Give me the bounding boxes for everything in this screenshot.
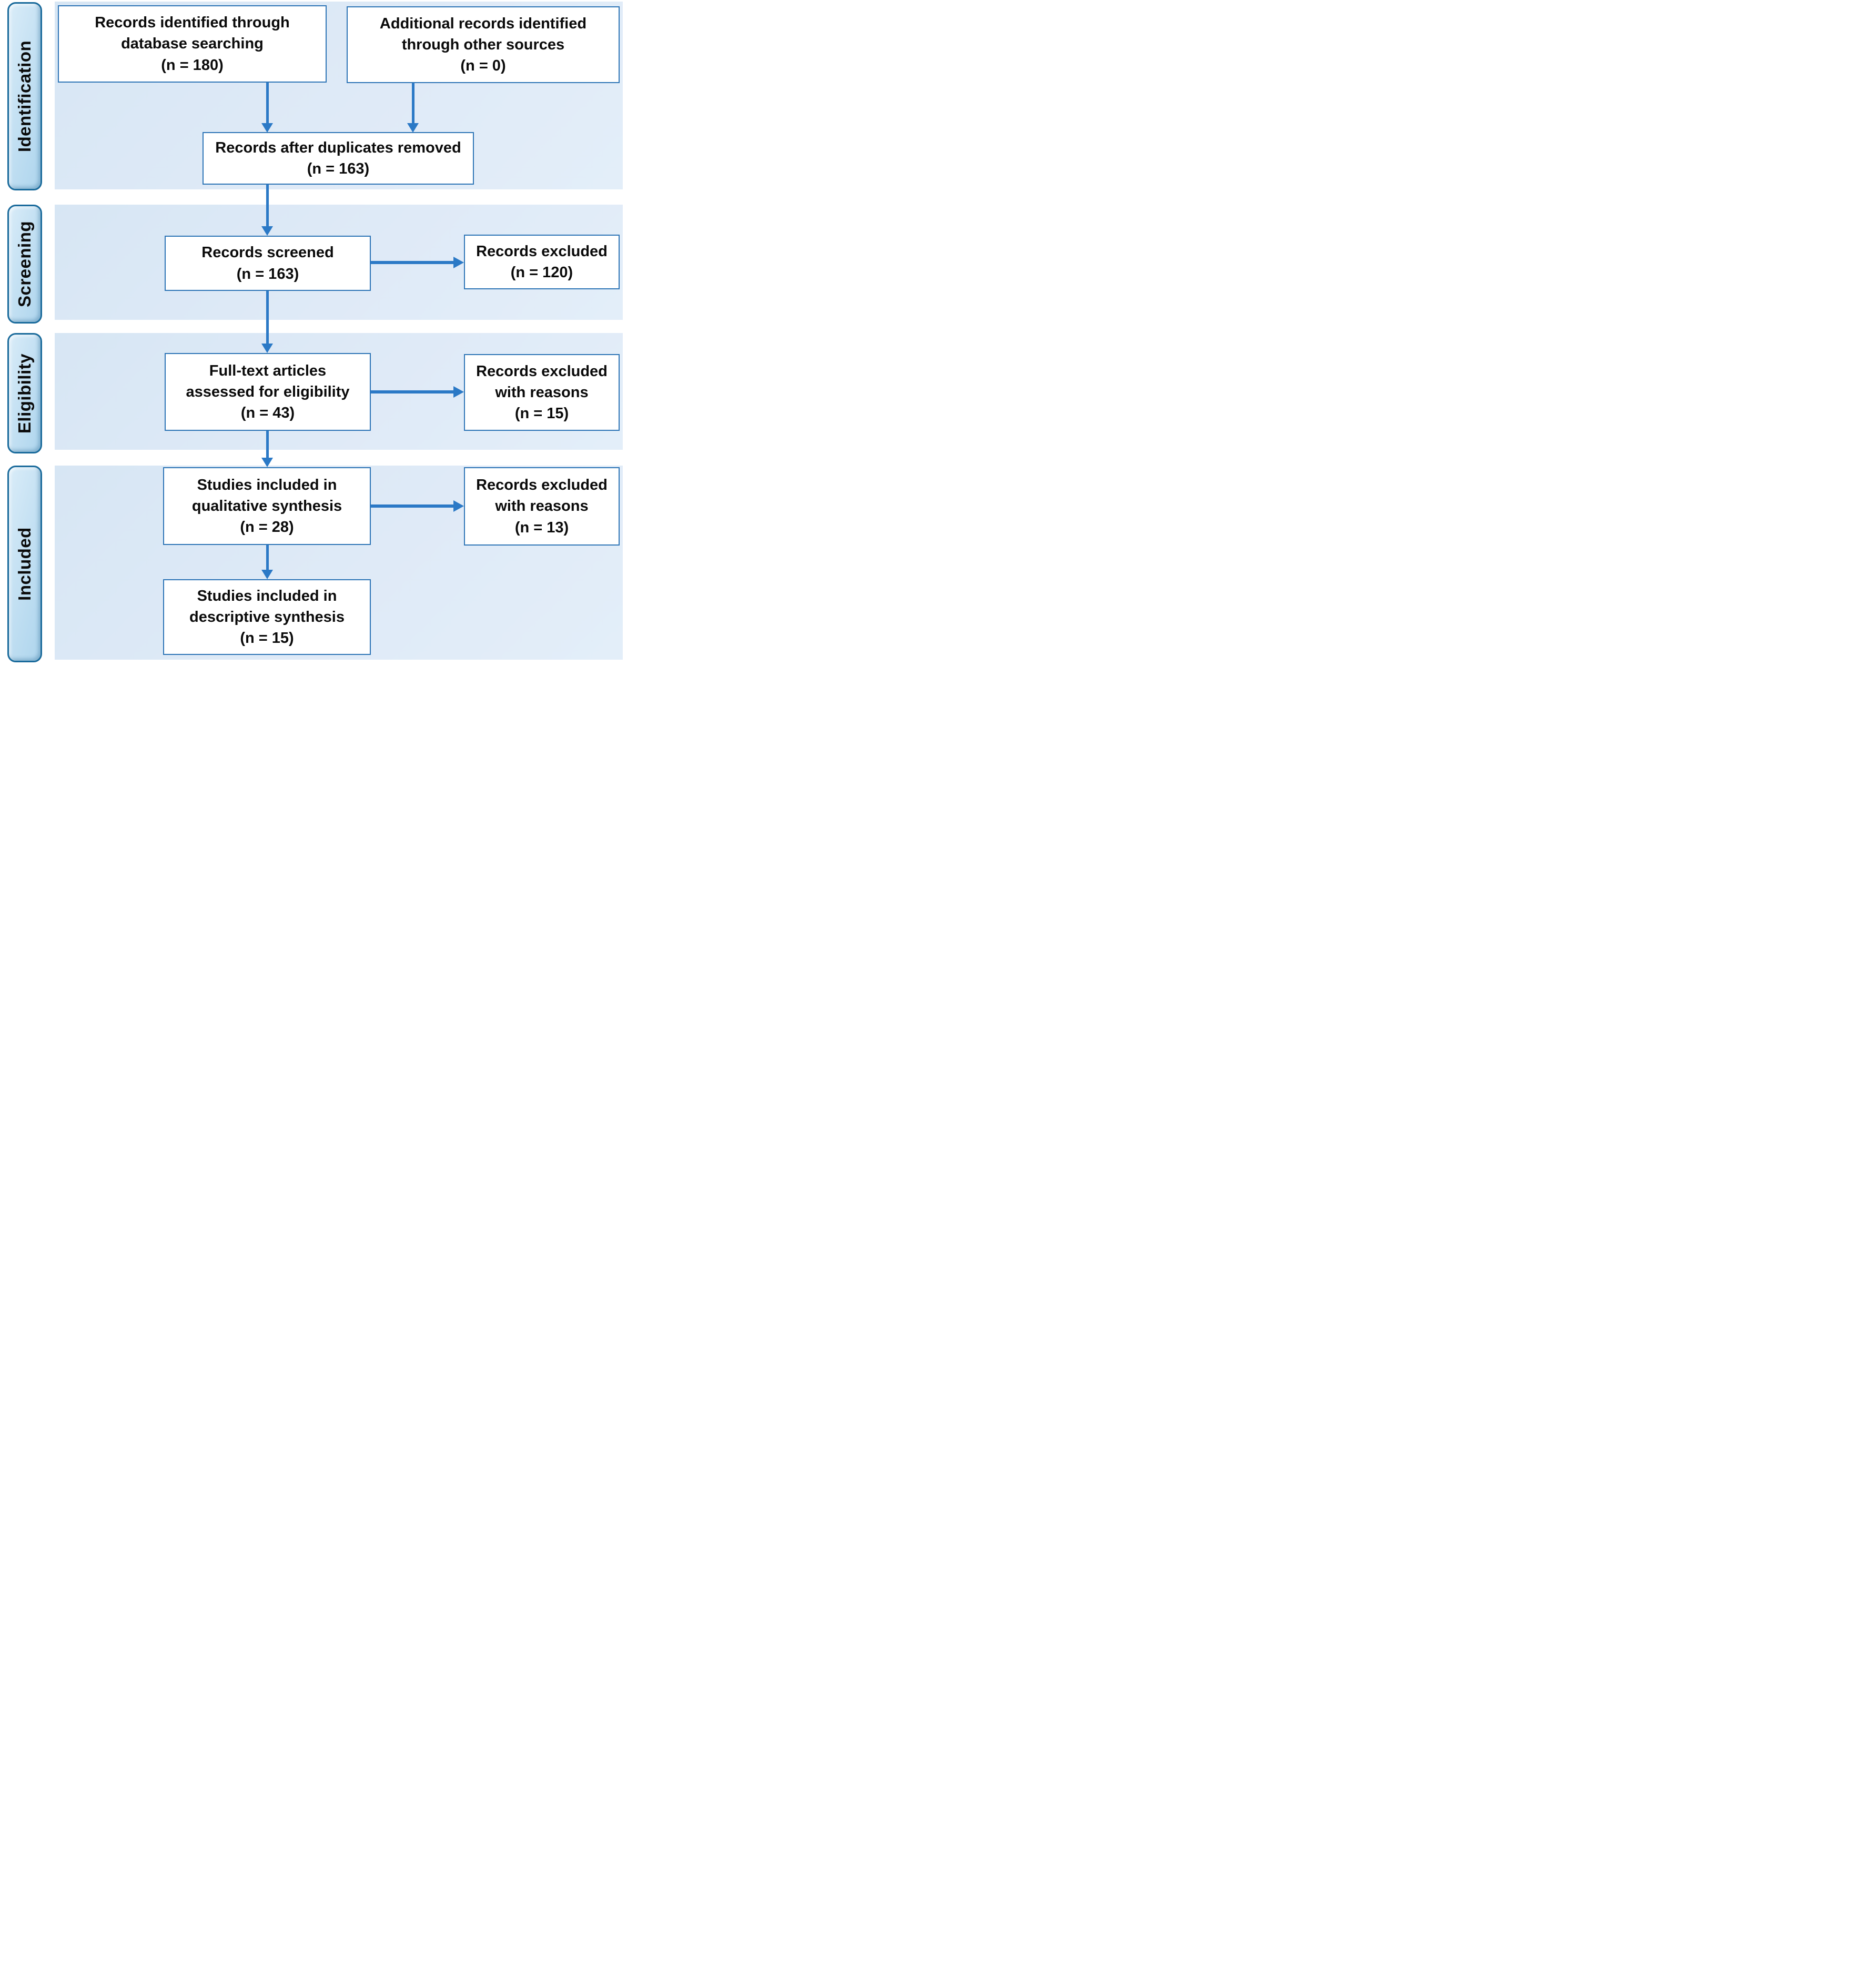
arrow-screened-to-excluded-line xyxy=(370,261,456,264)
box-excluded-with-reasons-15: Records excluded with reasons (n = 15) xyxy=(464,354,620,431)
arrow-qualitative-to-descriptive-head-icon xyxy=(261,570,273,579)
box-records-identified: Records identified through database sear… xyxy=(58,5,327,83)
box-additional-records: Additional records identified through ot… xyxy=(347,6,620,83)
phase-label-identification-text: Identification xyxy=(15,40,34,153)
arrow-qualitative-to-descriptive-line xyxy=(266,545,269,571)
box-after-duplicates-text: Records after duplicates removed (n = 16… xyxy=(215,139,461,177)
arrow-duplicates-to-screened-head-icon xyxy=(261,226,273,236)
phase-label-screening: Screening xyxy=(7,205,42,324)
phase-label-eligibility-text: Eligibility xyxy=(15,353,34,433)
prisma-flow-diagram: Identification Screening Eligibility Inc… xyxy=(0,0,624,664)
box-records-identified-text: Records identified through database sear… xyxy=(95,14,290,74)
box-qualitative-synthesis-text: Studies included in qualitative synthesi… xyxy=(191,476,342,536)
box-fulltext-assessed-text: Full-text articles assessed for eligibil… xyxy=(186,362,350,421)
box-after-duplicates: Records after duplicates removed (n = 16… xyxy=(203,132,474,185)
arrow-fulltext-to-qualitative-line xyxy=(266,431,269,459)
phase-label-eligibility: Eligibility xyxy=(7,333,42,453)
arrow-screened-to-fulltext-line xyxy=(266,291,269,345)
arrow-qualitative-to-excluded-reasons-head-icon xyxy=(453,500,464,512)
box-excluded-with-reasons-13-text: Records excluded with reasons (n = 13) xyxy=(476,477,608,536)
box-fulltext-assessed: Full-text articles assessed for eligibil… xyxy=(165,353,371,431)
box-records-screened: Records screened (n = 163) xyxy=(165,236,371,291)
box-descriptive-synthesis: Studies included in descriptive synthesi… xyxy=(163,579,371,655)
arrow-screened-to-fulltext-head-icon xyxy=(261,344,273,353)
arrow-fulltext-to-qualitative-head-icon xyxy=(261,458,273,467)
arrow-fulltext-to-excluded-reasons-line xyxy=(370,390,456,393)
phase-label-included: Included xyxy=(7,466,42,662)
box-descriptive-synthesis-text: Studies included in descriptive synthesi… xyxy=(189,587,345,647)
phase-label-included-text: Included xyxy=(15,527,34,601)
box-records-excluded: Records excluded (n = 120) xyxy=(464,235,620,289)
box-additional-records-text: Additional records identified through ot… xyxy=(379,15,587,74)
box-records-excluded-text: Records excluded (n = 120) xyxy=(476,243,608,281)
arrow-fulltext-to-excluded-reasons-head-icon xyxy=(453,386,464,398)
arrow-identified-to-duplicates-line xyxy=(266,83,269,125)
box-records-screened-text: Records screened (n = 163) xyxy=(201,244,334,282)
box-excluded-with-reasons-13: Records excluded with reasons (n = 13) xyxy=(464,467,620,546)
box-qualitative-synthesis: Studies included in qualitative synthesi… xyxy=(163,467,371,545)
phase-label-screening-text: Screening xyxy=(15,220,34,308)
arrow-screened-to-excluded-head-icon xyxy=(453,257,464,268)
arrow-identified-to-duplicates-head-icon xyxy=(261,123,273,133)
arrow-qualitative-to-excluded-reasons-line xyxy=(370,504,456,508)
phase-label-identification: Identification xyxy=(7,2,42,190)
arrow-additional-to-duplicates-line xyxy=(412,83,414,125)
arrow-additional-to-duplicates-head-icon xyxy=(407,123,419,133)
box-excluded-with-reasons-15-text: Records excluded with reasons (n = 15) xyxy=(476,362,608,422)
arrow-duplicates-to-screened-line xyxy=(266,185,269,227)
